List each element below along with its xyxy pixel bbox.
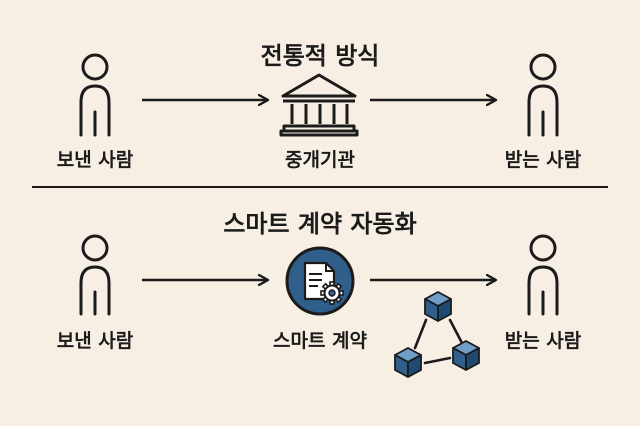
- receiver-label: 받는 사람: [504, 330, 582, 352]
- sender-person-icon: [79, 234, 111, 316]
- cube-right: [452, 340, 480, 371]
- sender-person-icon: [79, 53, 111, 137]
- cube-top: [424, 291, 452, 322]
- contract-gear-icon: [285, 246, 355, 316]
- smart-contract-label: 스마트 계약: [272, 330, 368, 352]
- receiver-person-icon: [527, 53, 559, 137]
- intermediary-label: 중개기관: [285, 149, 355, 171]
- sender-label: 보낸 사람: [56, 330, 134, 352]
- receiver-label: 받는 사람: [504, 149, 582, 171]
- blockchain-cubes-icon: [394, 291, 480, 378]
- cube-left: [394, 347, 422, 378]
- smart-contract-automation-title: 스마트 계약 자동화: [223, 210, 417, 238]
- sender-label: 보낸 사람: [56, 149, 134, 171]
- receiver-person-icon: [527, 234, 559, 316]
- traditional-method-title: 전통적 방식: [260, 42, 380, 70]
- bank-building-icon: [279, 73, 359, 137]
